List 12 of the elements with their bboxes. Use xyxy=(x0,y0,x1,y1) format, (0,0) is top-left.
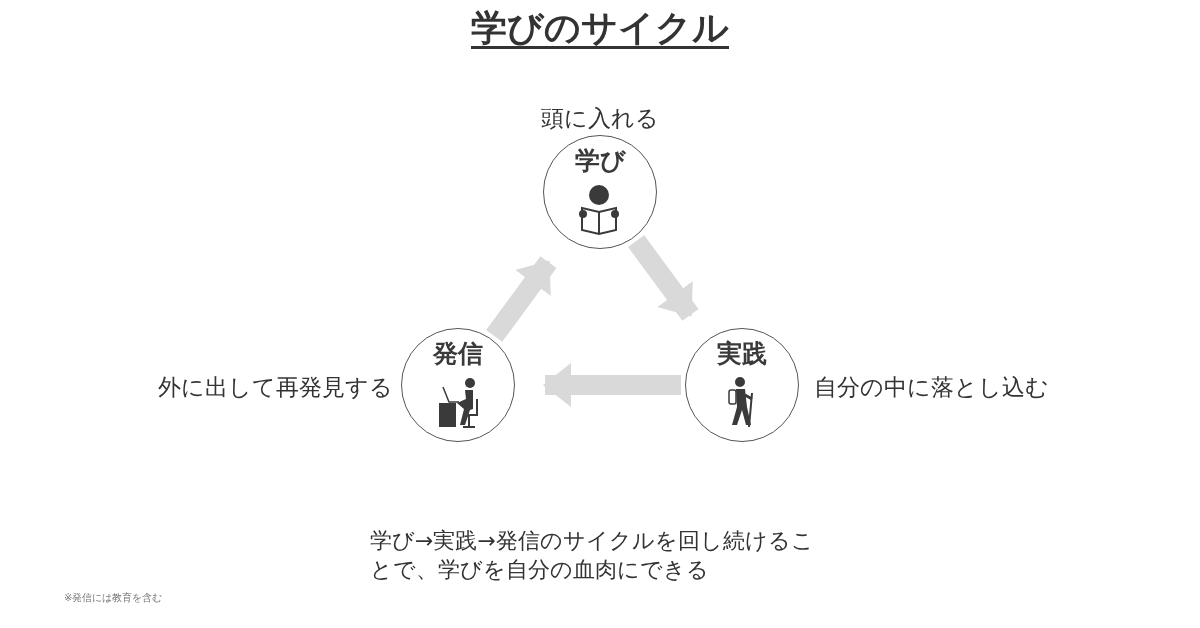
arrow xyxy=(628,235,699,321)
node-label: 外に出して再発見する xyxy=(158,373,393,402)
arrow xyxy=(543,363,681,407)
node-label: 頭に入れる xyxy=(540,104,660,133)
circle-heading: 学び xyxy=(574,145,626,177)
node-label: 自分の中に落とし込む xyxy=(814,373,1049,402)
circle-heading: 実践 xyxy=(717,338,767,370)
circle-heading: 発信 xyxy=(433,338,483,370)
footnote: ※発信には教育を含む xyxy=(64,591,164,604)
arrow xyxy=(486,256,557,342)
summary-text: 学び→実践→発信のサイクルを回し続けることで、学びを自分の血肉にできる xyxy=(370,527,815,584)
title: 学びのサイクル xyxy=(471,7,729,48)
